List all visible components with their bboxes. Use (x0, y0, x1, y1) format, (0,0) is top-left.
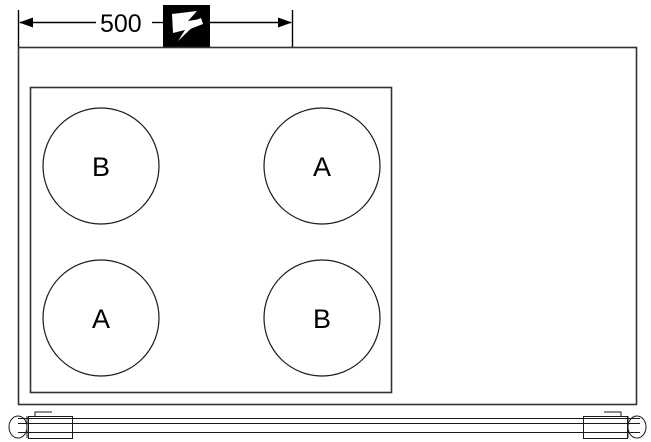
burner-top-left[interactable]: B (42, 107, 160, 225)
right-corner-ellipse (627, 415, 647, 439)
burner-circle[interactable] (263, 259, 381, 377)
burner-label: B (92, 152, 110, 182)
right-bracket-rect (583, 416, 628, 439)
left-corner-mark (8, 415, 28, 439)
burner-label: A (92, 304, 110, 334)
appliance-outer-frame (17, 46, 638, 406)
right-bracket-tab (604, 411, 622, 417)
lightning-bolt-badge (163, 5, 210, 47)
burner-label: B (313, 304, 331, 334)
dimension-value-label: 500 (100, 10, 142, 38)
right-arrowhead-icon (278, 17, 292, 28)
left-corner-ellipse (8, 415, 28, 439)
right-corner-mark (627, 415, 647, 439)
burner-bottom-right[interactable]: B (263, 259, 381, 377)
burner-label: A (313, 152, 331, 182)
cooktop-surface-rect (29, 86, 393, 394)
left-bracket-rect (28, 416, 73, 439)
lightning-bolt-glyph-icon (172, 11, 201, 41)
burner-circle[interactable] (263, 107, 381, 225)
burner-bottom-left[interactable]: A (42, 259, 160, 377)
lightning-bolt-glyph-accent-icon (186, 18, 203, 29)
burner-top-right[interactable]: A (263, 107, 381, 225)
left-bracket-tab (34, 411, 52, 417)
burner-circle[interactable] (42, 107, 160, 225)
burner-circle[interactable] (42, 259, 160, 377)
left-arrowhead-icon (19, 17, 33, 28)
left-leg-bracket (28, 411, 73, 439)
right-leg-bracket (583, 411, 628, 439)
